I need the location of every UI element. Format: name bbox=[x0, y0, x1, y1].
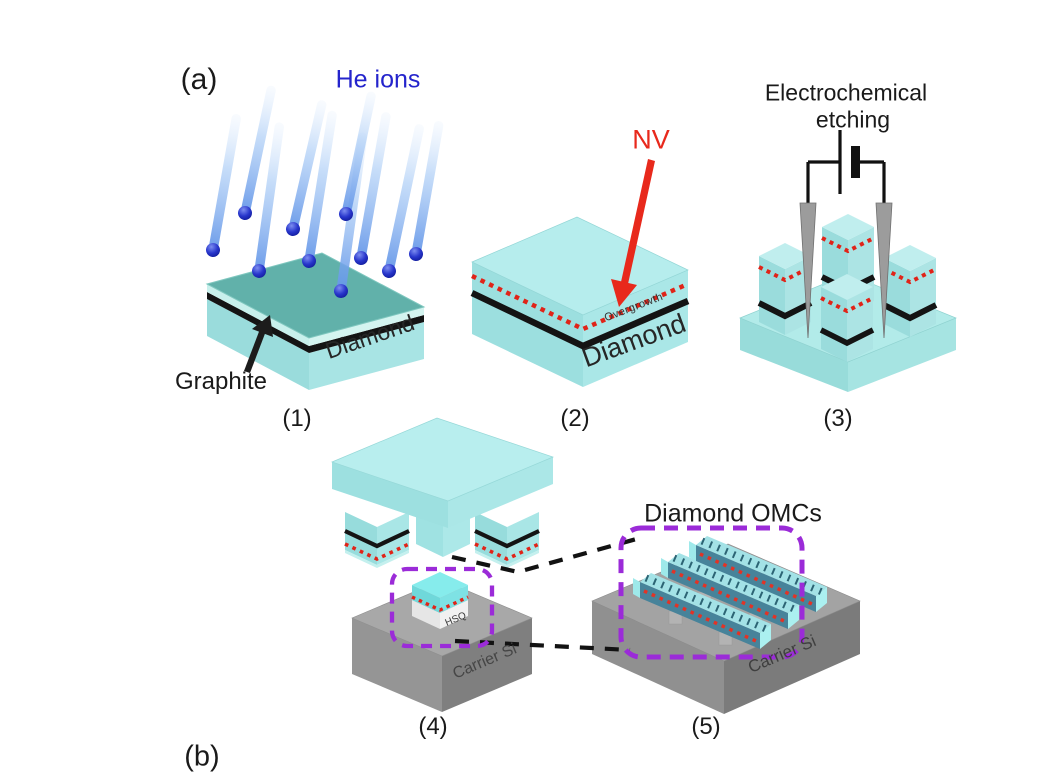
step2-caption: (2) bbox=[560, 405, 590, 432]
electrode-needle-icon bbox=[799, 202, 817, 339]
electrode-needle-icon bbox=[875, 202, 893, 339]
highlight-box-step4 bbox=[389, 566, 495, 649]
he-ion-beam bbox=[409, 120, 444, 261]
he-ion-beam bbox=[302, 110, 337, 268]
step3-caption: (3) bbox=[823, 405, 853, 432]
bonded-membrane-cube bbox=[411, 572, 469, 629]
nv-arrow-icon bbox=[611, 159, 655, 307]
step5-caption: (5) bbox=[691, 713, 721, 740]
step4-flipped-membrane bbox=[331, 417, 554, 568]
he-ion-beam bbox=[382, 124, 424, 278]
etched-pillar bbox=[819, 274, 875, 362]
step3-etched-structure bbox=[739, 130, 957, 392]
nv-label: NV bbox=[632, 124, 670, 155]
he-ions-label: He ions bbox=[335, 65, 421, 94]
membrane-leg bbox=[344, 512, 410, 568]
step2-overgrowth-block bbox=[470, 216, 690, 387]
graphite-label: Graphite bbox=[174, 368, 268, 395]
highlight-box-step5 bbox=[618, 525, 805, 660]
omc-nanobeam bbox=[689, 536, 827, 612]
omc-nanobeam bbox=[633, 573, 771, 649]
electrochemical-label-line1: Electrochemical bbox=[764, 79, 928, 106]
step5-carrier-si-block bbox=[591, 536, 861, 714]
step1-caption: (1) bbox=[282, 405, 312, 432]
membrane-leg bbox=[474, 512, 540, 568]
etched-pillar bbox=[757, 243, 813, 335]
electrochemical-label-line2: etching bbox=[815, 106, 891, 133]
step4-carrier-si-block bbox=[351, 572, 533, 712]
nv-layer-dotted-line bbox=[471, 273, 689, 332]
step4-caption: (4) bbox=[418, 713, 448, 740]
nv-layer-dotted-line bbox=[411, 595, 469, 612]
he-ion-beam bbox=[286, 100, 327, 236]
he-ion-beams bbox=[206, 85, 444, 298]
he-ion-beam bbox=[206, 113, 241, 257]
omc-nanobeam bbox=[661, 553, 799, 629]
etched-pillar bbox=[882, 245, 938, 337]
he-ion-beam bbox=[339, 91, 376, 221]
he-ion-beam bbox=[238, 85, 276, 220]
battery-icon bbox=[806, 130, 886, 206]
panel-b-label: (b) bbox=[184, 740, 220, 773]
panel-a-label: (a) bbox=[180, 63, 218, 96]
graphite-layer bbox=[470, 290, 690, 350]
he-ion-beam bbox=[354, 112, 391, 265]
diamond-omcs-label: Diamond OMCs bbox=[644, 499, 822, 528]
he-ion-beam bbox=[252, 122, 284, 278]
graphite-arrow-icon bbox=[244, 315, 273, 373]
